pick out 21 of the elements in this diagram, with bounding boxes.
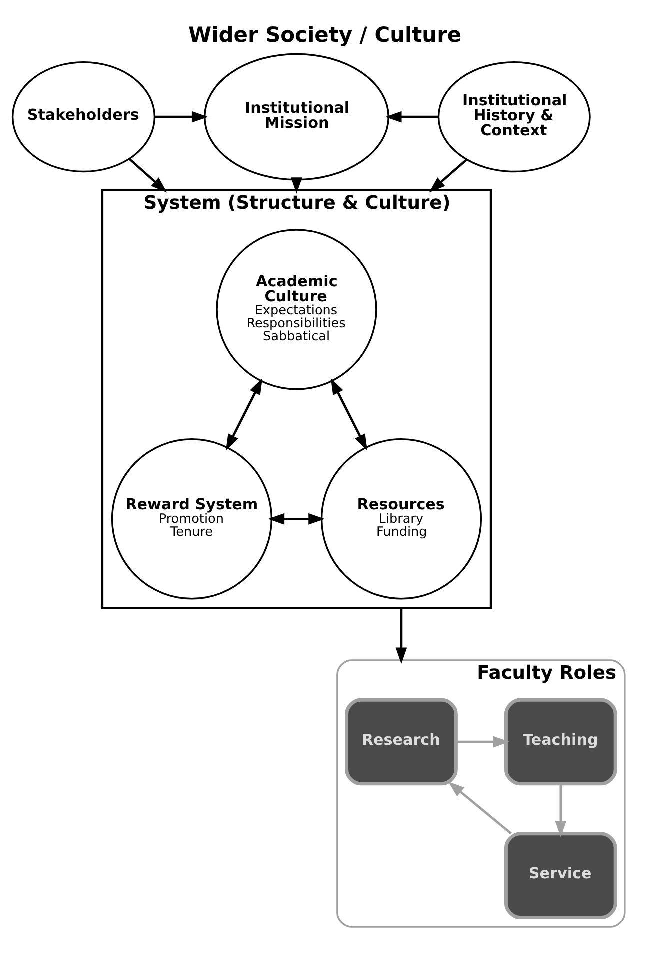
arrow (429, 159, 468, 193)
node-box: Service (504, 832, 618, 920)
arrow (448, 782, 512, 835)
node-ellipse: Stakeholders (12, 62, 156, 173)
arrow (291, 178, 302, 194)
arrow (330, 378, 368, 451)
arrow (396, 608, 408, 664)
diagram-title: Wider Society / Culture (188, 22, 462, 47)
node-circle: Resources Library Funding (320, 438, 482, 600)
node-circle: Reward System Promotion Tenure (111, 438, 273, 600)
node-ellipse: Institutional History & Context (438, 62, 591, 173)
arrow (385, 111, 438, 123)
node-box: Teaching (504, 698, 618, 786)
arrow (128, 158, 168, 193)
arrow (154, 111, 208, 123)
arrow (226, 378, 263, 451)
arrow (555, 784, 567, 838)
node-box: Research (345, 698, 458, 786)
arrow (456, 736, 510, 748)
node-circle: Academic Culture Expectations Responsibilities Sabbatical (216, 229, 378, 390)
arrow (268, 513, 325, 525)
